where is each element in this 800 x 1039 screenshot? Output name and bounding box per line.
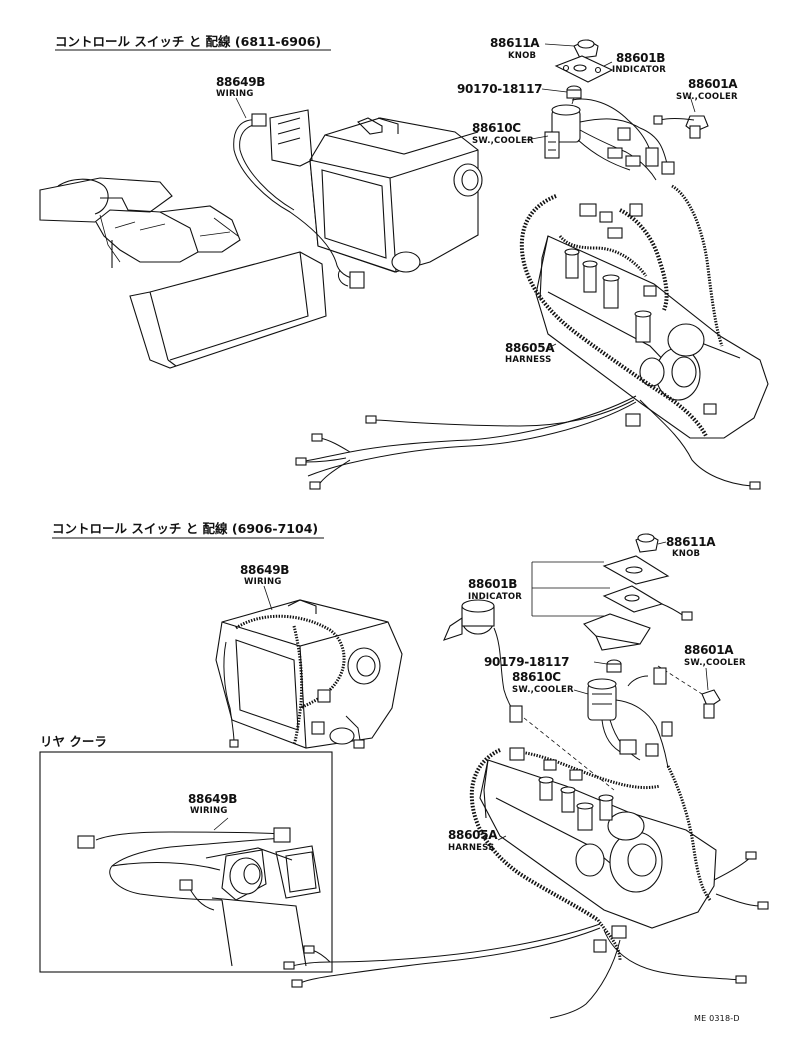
label-88611a-partno: 88611A	[490, 36, 540, 50]
label-88605a-desc: HARNESS	[505, 355, 551, 365]
section-1-title: コントロール スイッチ と 配線 (6811-6906)	[55, 34, 321, 49]
label2-88601a-desc: SW.,COOLER	[684, 658, 746, 668]
harness-88605a-2	[283, 747, 769, 1019]
label-88601a-partno: 88601A	[688, 77, 738, 91]
label2-88601b-partno: 88601B	[468, 577, 517, 591]
label2-88611a-partno: 88611A	[666, 535, 716, 549]
label2-88610c-partno: 88610C	[512, 670, 561, 684]
wiring-88649b-1	[233, 113, 365, 289]
label-88601b-partno: 88601B	[616, 51, 665, 65]
label-88601b-desc: INDICATOR	[612, 65, 666, 75]
label2-88610c-desc: SW.,COOLER	[512, 685, 574, 695]
label2-88605a-desc: HARNESS	[448, 843, 494, 853]
inset-88649b-partno: 88649B	[188, 792, 237, 806]
label-88649b-partno: 88649B	[216, 75, 265, 89]
switch-parts-2	[443, 533, 721, 791]
cooler-unit-2	[215, 585, 403, 749]
section-1-labels: 88611A KNOB 88601B INDICATOR 90170-18117…	[216, 36, 739, 365]
label2-88601a-partno: 88601A	[684, 643, 734, 657]
label2-88649b-partno: 88649B	[240, 563, 289, 577]
label-88610c-desc: SW.,COOLER	[472, 136, 534, 146]
section-1: コントロール スイッチ と 配線 (6811-6906)	[39, 34, 769, 490]
label-88601a-desc: SW.,COOLER	[676, 92, 738, 102]
drawing-code: ME 0318-D	[694, 1014, 740, 1023]
dashboard-drawing	[39, 177, 327, 369]
cooler-unit-1	[269, 109, 483, 273]
label-88649b-desc: WIRING	[216, 89, 254, 99]
inset-88649b-desc: WIRING	[190, 806, 228, 816]
section-2-title: コントロール スイッチ と 配線 (6906-7104)	[52, 521, 318, 536]
harness-88605a-1	[295, 184, 769, 490]
switch-parts-1	[525, 39, 709, 181]
label2-90179-partno: 90179-18117	[484, 655, 569, 669]
label2-88605a-partno: 88605A	[448, 828, 498, 842]
inset-title: リヤ クーラ	[40, 734, 107, 749]
section-2-labels: 88611A KNOB 88601B INDICATOR 88601A SW.,…	[188, 535, 746, 853]
label-88610c-partno: 88610C	[472, 121, 521, 135]
label2-88649b-desc: WIRING	[244, 577, 282, 587]
label-88605a-partno: 88605A	[505, 341, 555, 355]
label-88611a-desc: KNOB	[508, 51, 536, 61]
rear-cooler-inset: リヤ クーラ	[39, 734, 333, 973]
section-2: コントロール スイッチ と 配線 (6906-7104) リヤ クーラ	[39, 521, 769, 1019]
label2-88601b-desc: INDICATOR	[468, 592, 522, 602]
label-90170-partno: 90170-18117	[457, 82, 542, 96]
inset-frame	[39, 751, 333, 973]
label2-88611a-desc: KNOB	[672, 549, 700, 559]
